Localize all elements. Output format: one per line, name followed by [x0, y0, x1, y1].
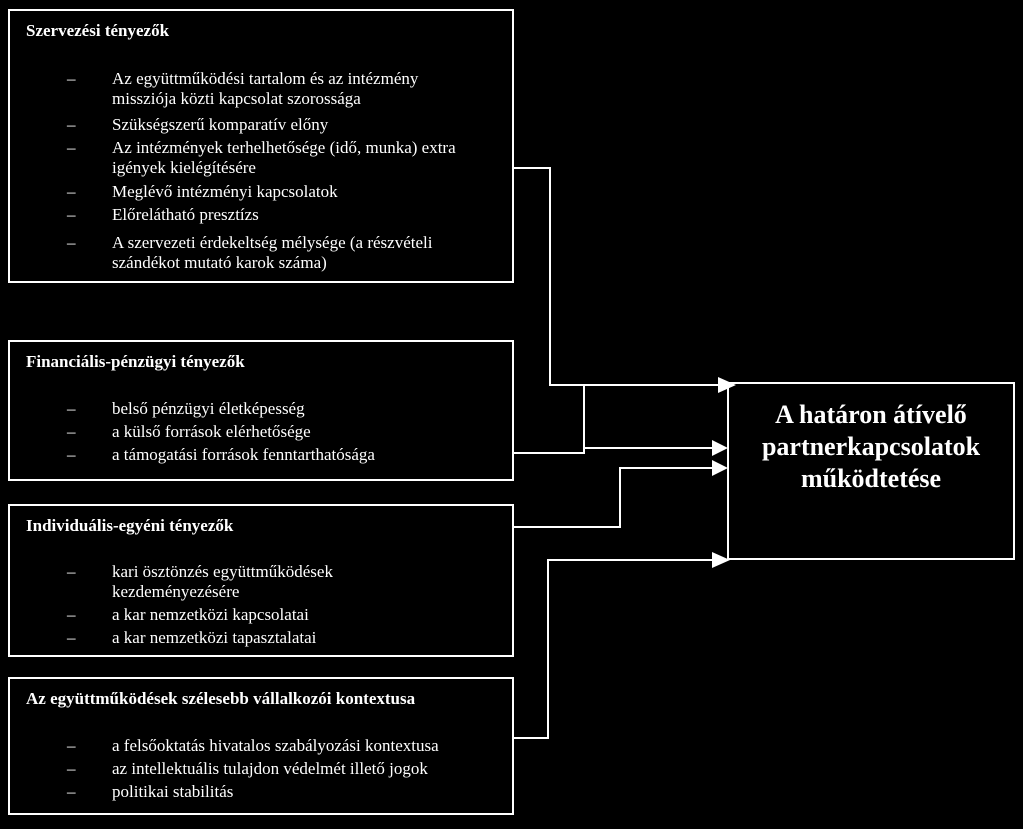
list-item-text: Az intézmények terhelhetősége (idő, munk…: [112, 138, 456, 177]
list-item-text: a támogatási források fenntarthatósága: [112, 445, 375, 464]
dash-bullet: –: [67, 445, 76, 464]
box-title: Financiális-pénzügyi tényezők: [26, 352, 245, 371]
target-title-line: partnerkapcsolatok: [761, 432, 981, 461]
arrowhead-icon: [712, 552, 730, 568]
list-item-text: A szervezeti érdekeltség mélysége (a rés…: [112, 233, 433, 272]
dash-bullet: –: [67, 138, 76, 157]
list-item-text: Meglévő intézményi kapcsolatok: [112, 182, 338, 201]
dash-bullet: –: [67, 605, 76, 624]
list-item-text: Szükségszerű komparatív előny: [112, 115, 329, 134]
dash-bullet: –: [67, 182, 76, 201]
dash-bullet: –: [67, 736, 76, 755]
dash-bullet: –: [67, 422, 76, 441]
connector-line-individual: [514, 467, 718, 528]
dash-bullet: –: [67, 233, 76, 252]
list-item-text: Előrelátható presztízs: [112, 205, 259, 224]
list-item-text: belső pénzügyi életképesség: [112, 399, 305, 418]
target-box-partnership-operation: A határon átívelő partnerkapcsolatok műk…: [727, 382, 1015, 560]
arrowhead-icon: [712, 440, 728, 456]
connector-line-financial: [514, 384, 718, 454]
target-title: A határon átívelő partnerkapcsolatok műk…: [729, 399, 1013, 495]
connector-line-organizational: [514, 167, 718, 386]
connector-line-entrepreneurial: [514, 559, 718, 739]
list-item-text: az intellektuális tulajdon védelmét ille…: [112, 759, 428, 778]
list-item-text: a felsőoktatás hivatalos szabályozási ko…: [112, 736, 439, 755]
box-title: Az együttműködések szélesebb vállalkozói…: [26, 689, 416, 708]
list-item-text: politikai stabilitás: [112, 782, 234, 801]
factor-box-individual: Individuális-egyéni tényezők – kari öszt…: [8, 504, 514, 657]
list-item-text: a kar nemzetközi tapasztalatai: [112, 628, 317, 647]
list-item-text: a külső források elérhetősége: [112, 422, 311, 441]
dash-bullet: –: [67, 562, 76, 581]
target-title-line: működtetése: [800, 464, 942, 493]
target-title-line: A határon átívelő: [775, 400, 967, 429]
dash-bullet: –: [67, 115, 76, 134]
list-item-text: kari ösztönzés együttműködések kezdemény…: [112, 562, 333, 601]
box-title: Szervezési tényezők: [26, 21, 170, 40]
list-item-text: a kar nemzetközi kapcsolatai: [112, 605, 309, 624]
dash-bullet: –: [67, 628, 76, 647]
factor-box-entrepreneurial-context: Az együttműködések szélesebb vállalkozói…: [8, 677, 514, 815]
arrowhead-icon: [712, 460, 728, 476]
box-title: Individuális-egyéni tényezők: [26, 516, 234, 535]
dash-bullet: –: [67, 759, 76, 778]
dash-bullet: –: [67, 399, 76, 418]
dash-bullet: –: [67, 69, 76, 88]
dash-bullet: –: [67, 782, 76, 801]
factor-box-financial: Financiális-pénzügyi tényezők – belső pé…: [8, 340, 514, 481]
dash-bullet: –: [67, 205, 76, 224]
factor-box-organizational: Szervezési tényezők – Az együttműködési …: [8, 9, 514, 283]
list-item-text: Az együttműködési tartalom és az intézmé…: [112, 69, 419, 108]
